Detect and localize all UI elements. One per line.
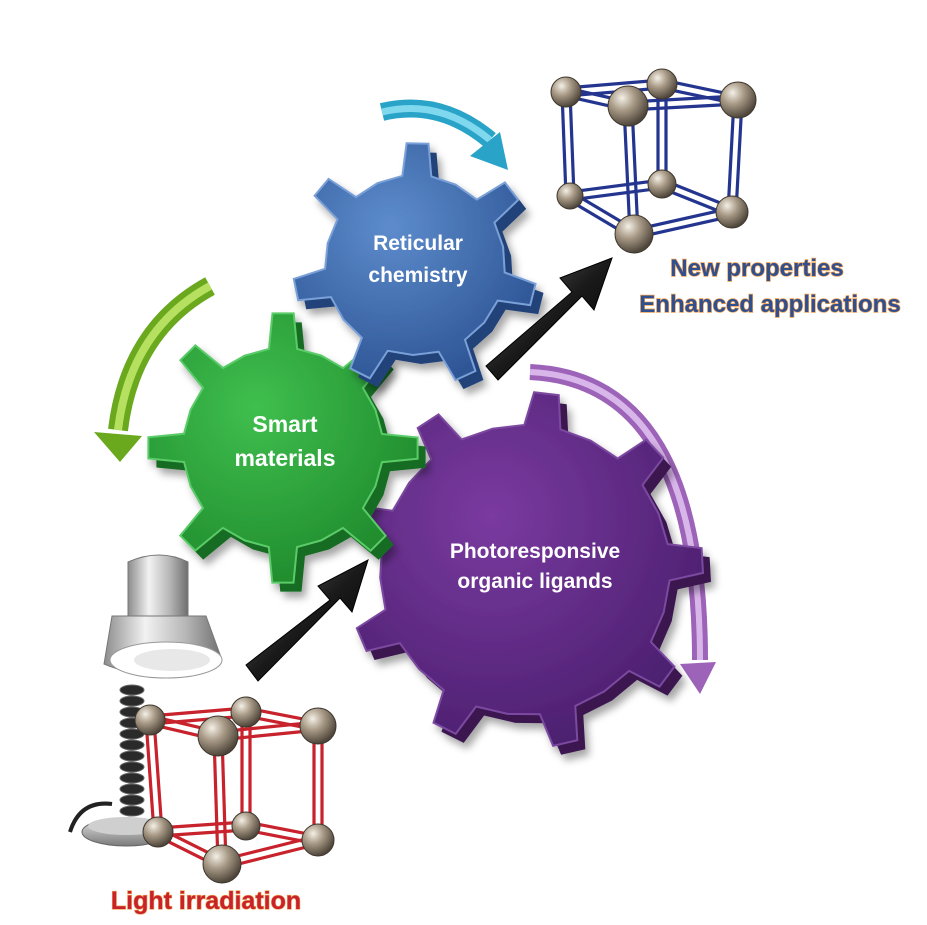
framework-node-sphere xyxy=(230,696,262,728)
caption-light-irradiation: Light irradiation xyxy=(111,887,301,915)
framework-cube-red xyxy=(134,696,337,884)
framework-strut xyxy=(726,99,736,212)
framework-strut xyxy=(570,186,663,202)
framework-strut xyxy=(569,178,662,194)
gear-smart-materials xyxy=(147,312,426,592)
framework-node-sphere xyxy=(646,68,678,100)
reticular-label-line1: Reticular xyxy=(373,232,463,255)
smart-label-line2: materials xyxy=(234,445,335,471)
framework-node-sphere xyxy=(202,844,242,884)
lamp-arm-coil xyxy=(119,761,145,773)
lamp-arm-coil xyxy=(119,772,145,784)
framework-node-sphere xyxy=(647,169,677,199)
framework-node-sphere xyxy=(715,195,749,229)
lamp-arm-coil xyxy=(119,794,145,806)
framework-strut xyxy=(212,736,220,865)
framework-node-sphere xyxy=(614,214,654,254)
framework-node-sphere xyxy=(556,182,584,210)
arrow-cyan-curved xyxy=(379,99,508,170)
framework-node-sphere xyxy=(299,707,337,745)
framework-node-sphere xyxy=(550,76,582,108)
framework-cube-blue xyxy=(550,68,757,254)
caption-new-properties: New properties xyxy=(670,255,843,282)
lamp-arm-coil xyxy=(119,783,145,795)
framework-strut xyxy=(734,100,744,213)
framework-strut xyxy=(622,106,632,235)
gear-reticular-chemistry xyxy=(292,142,544,390)
framework-strut xyxy=(568,91,576,196)
framework-strut xyxy=(630,105,640,234)
lamp-arm-coil xyxy=(119,805,145,817)
framework-node-sphere xyxy=(134,704,166,736)
framework-node-sphere xyxy=(301,823,335,857)
lamp-arm-coil xyxy=(119,695,145,707)
framework-strut xyxy=(152,719,164,832)
framework-node-sphere xyxy=(197,715,239,757)
reticular-label-line2: chemistry xyxy=(368,264,468,287)
framework-strut xyxy=(220,735,228,864)
arrow-black-to-new-properties xyxy=(485,257,613,381)
framework-strut xyxy=(144,720,156,833)
photo-label-line2: organic ligands xyxy=(457,570,612,593)
framework-strut xyxy=(150,714,247,726)
caption-enhanced-applications: Enhanced applications xyxy=(639,291,900,318)
smart-label-line1: Smart xyxy=(252,411,318,437)
arrow-purple-curved xyxy=(529,364,716,694)
lamp-arm-coil xyxy=(119,684,145,696)
arrow-black-to-ligands xyxy=(245,559,369,682)
framework-strut xyxy=(149,706,246,718)
photo-label-line1: Photoresponsive xyxy=(450,540,620,563)
framework-node-sphere xyxy=(142,816,174,848)
lamp-arm-coil xyxy=(119,739,145,751)
framework-node-sphere xyxy=(607,85,649,127)
framework-strut xyxy=(565,78,662,90)
framework-strut xyxy=(560,92,568,197)
framework-node-sphere xyxy=(231,811,261,841)
lamp-arm-coil xyxy=(119,750,145,762)
framework-node-sphere xyxy=(719,81,757,119)
lamp-illustration xyxy=(68,554,223,847)
arrow-green-curved xyxy=(94,277,215,462)
